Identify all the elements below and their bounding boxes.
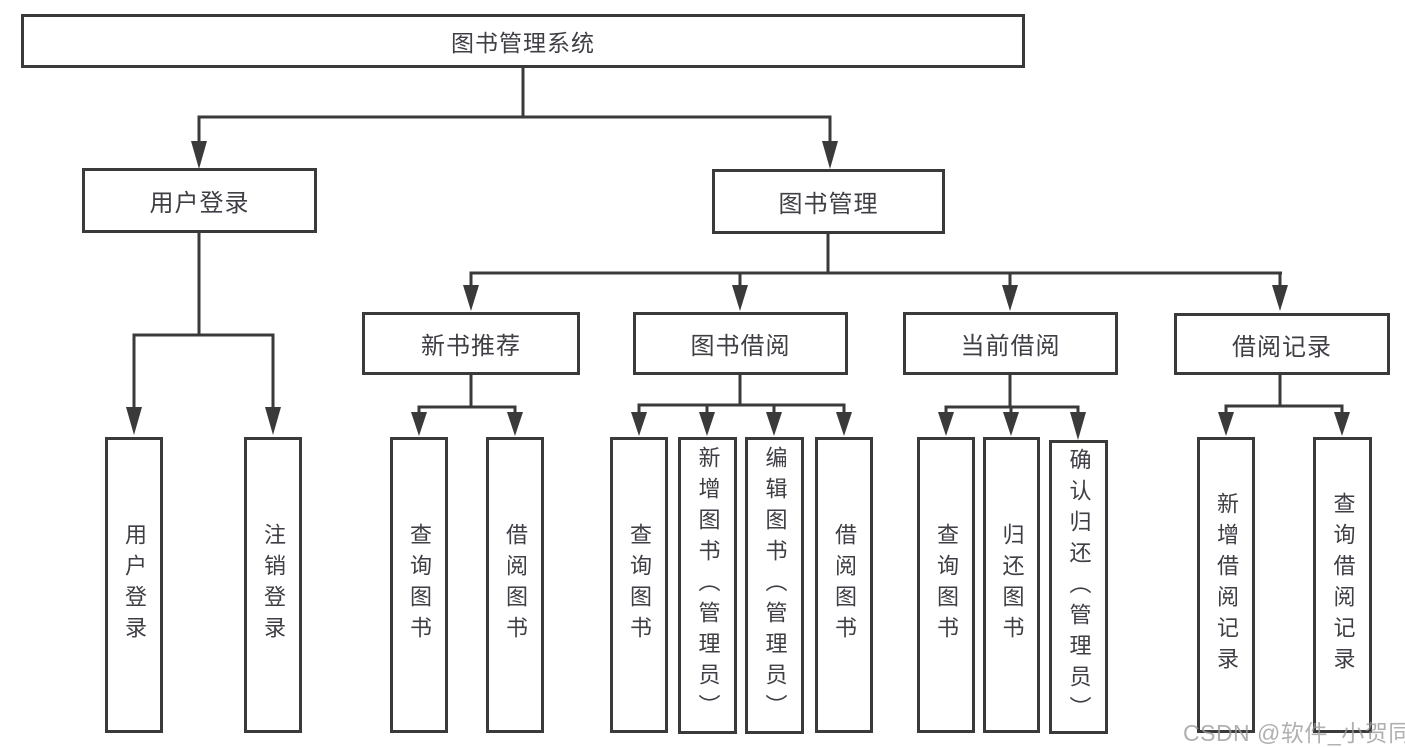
node-label: 图书管理系统 <box>451 30 595 56</box>
node-label: 用户登录 <box>122 523 147 647</box>
node-label: 确认归还（管理员） <box>1066 447 1092 727</box>
node-label: 新增图书（管理员） <box>695 446 721 725</box>
node-leaf-add-book-admin: 新增图书（管理员） <box>678 437 737 734</box>
node-label: 新书推荐 <box>421 333 521 360</box>
node-label: 新增借阅记录 <box>1214 492 1239 678</box>
node-leaf-user-login: 用户登录 <box>105 437 163 733</box>
node-new-book-recommendation: 新书推荐 <box>362 312 580 375</box>
node-label: 图书管理 <box>778 191 879 218</box>
node-leaf-return-book: 归还图书 <box>983 437 1040 733</box>
node-borrowing-records: 借阅记录 <box>1174 313 1390 375</box>
node-label: 借阅记录 <box>1232 333 1332 361</box>
csdn-watermark: CSDN @软件_小贺同学 <box>1183 720 1405 746</box>
node-label: 编辑图书（管理员） <box>762 446 788 725</box>
tree-connectors <box>126 68 1350 440</box>
node-leaf-query-book-1: 查询图书 <box>390 437 448 733</box>
node-leaf-borrow-book-2: 借阅图书 <box>815 437 873 733</box>
node-user-login: 用户登录 <box>82 168 317 233</box>
node-leaf-confirm-return-admin: 确认归还（管理员） <box>1049 440 1108 734</box>
node-label: 注销登录 <box>261 523 286 647</box>
node-label: 用户登录 <box>149 190 250 217</box>
node-label: 查询图书 <box>934 523 959 647</box>
node-book-borrowing: 图书借阅 <box>633 312 848 375</box>
node-label: 借阅图书 <box>832 523 857 647</box>
node-leaf-query-book-2: 查询图书 <box>610 437 668 733</box>
node-label: 借阅图书 <box>503 523 528 647</box>
node-book-management: 图书管理 <box>712 169 945 234</box>
node-leaf-query-book-3: 查询图书 <box>917 437 975 733</box>
node-leaf-borrow-book-1: 借阅图书 <box>486 437 544 733</box>
node-leaf-edit-book-admin: 编辑图书（管理员） <box>745 437 804 734</box>
node-leaf-query-borrow-record: 查询借阅记录 <box>1313 437 1372 733</box>
node-label: 查询借阅记录 <box>1330 492 1356 678</box>
node-leaf-logout: 注销登录 <box>244 437 302 733</box>
node-library-management-system: 图书管理系统 <box>21 14 1025 68</box>
node-label: 图书借阅 <box>690 333 791 360</box>
node-label: 查询图书 <box>627 523 652 647</box>
node-label: 归还图书 <box>999 523 1025 647</box>
node-label: 当前借阅 <box>960 333 1061 360</box>
node-leaf-add-borrow-record: 新增借阅记录 <box>1197 437 1255 733</box>
node-current-borrowing: 当前借阅 <box>903 312 1118 375</box>
node-label: 查询图书 <box>407 523 432 647</box>
